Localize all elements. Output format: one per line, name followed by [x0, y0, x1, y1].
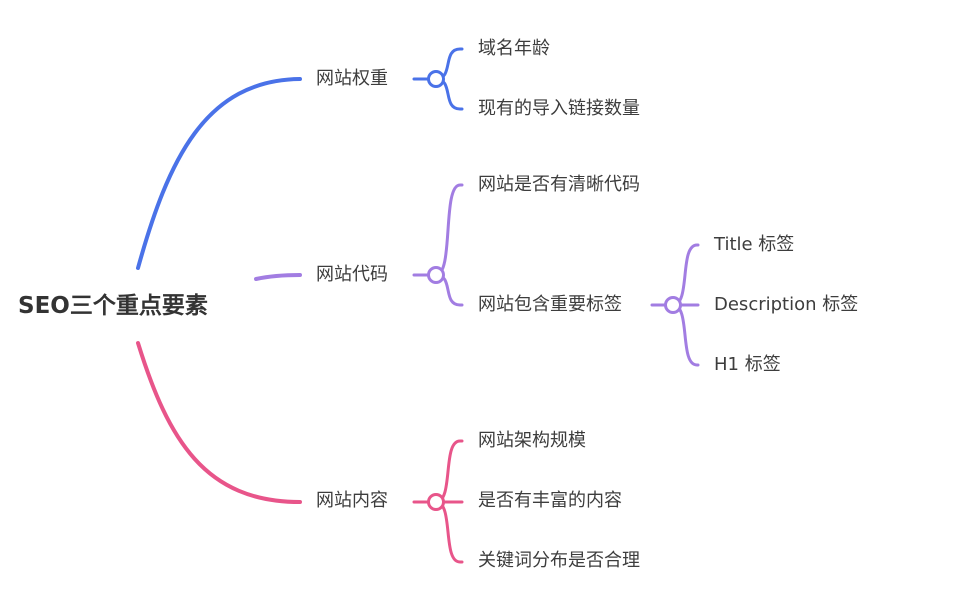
leaf-description-tag[interactable]: Description 标签 [714, 294, 859, 315]
branch-website-code[interactable]: 网站代码 [316, 264, 388, 285]
root-to-weight-connector [136, 77, 302, 270]
code-connector-0 [434, 183, 464, 277]
root-node[interactable]: SEO三个重点要素 [18, 293, 208, 319]
content-collapse-node[interactable] [427, 493, 445, 511]
code-collapse-node[interactable] [427, 266, 445, 284]
content-connector-2 [434, 500, 464, 564]
content-connector-0 [434, 439, 464, 504]
leaf-domain-age[interactable]: 域名年龄 [478, 38, 550, 59]
leaf-inbound-links[interactable]: 现有的导入链接数量 [478, 98, 640, 119]
weight-collapse-node[interactable] [427, 70, 445, 88]
root-to-content-connector [136, 341, 302, 504]
leaf-clean-code[interactable]: 网站是否有清晰代码 [478, 174, 640, 195]
leaf-site-structure[interactable]: 网站架构规模 [478, 430, 586, 451]
tags-connector-0 [671, 243, 700, 307]
leaf-h1-tag[interactable]: H1 标签 [714, 354, 781, 375]
branch-website-content[interactable]: 网站内容 [316, 490, 388, 511]
leaf-keyword-distribution[interactable]: 关键词分布是否合理 [478, 550, 640, 571]
leaf-rich-content[interactable]: 是否有丰富的内容 [478, 490, 622, 511]
leaf-title-tag[interactable]: Title 标签 [714, 234, 795, 255]
tags-connector-2 [671, 303, 700, 367]
root-to-code-connector [254, 273, 302, 281]
subbranch-important-tags[interactable]: 网站包含重要标签 [478, 294, 622, 315]
tags-collapse-node[interactable] [664, 296, 682, 314]
branch-website-weight[interactable]: 网站权重 [316, 68, 388, 89]
